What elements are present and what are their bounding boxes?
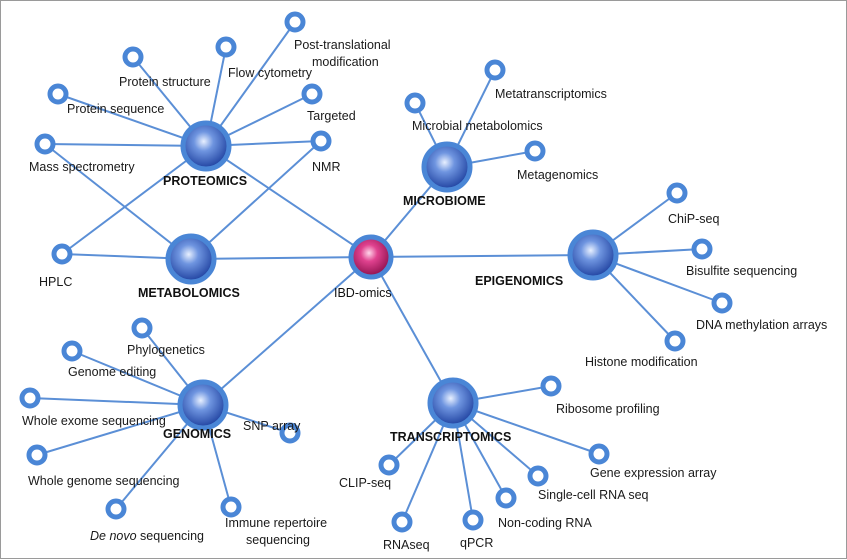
edge-center-genomics — [202, 256, 372, 406]
node-gene-expression — [588, 443, 610, 465]
node-hplc — [51, 243, 73, 265]
edge-center-epigenomics — [370, 254, 594, 258]
label-post-translational-line2: modification — [312, 55, 379, 69]
edge-proteomics-mass-spectrometry — [44, 143, 207, 147]
edges — [29, 21, 723, 523]
hub-genomics — [177, 379, 229, 431]
label-non-coding-rna: Non-coding RNA — [498, 516, 592, 530]
hub-transcriptomics — [427, 377, 479, 429]
hub-proteomics — [180, 120, 232, 172]
node-targeted — [301, 83, 323, 105]
label-targeted: Targeted — [307, 109, 356, 123]
edge-proteomics-protein-sequence — [57, 93, 207, 147]
node-non-coding — [495, 487, 517, 509]
edge-metabolomics-mass-spectrometry — [44, 143, 192, 260]
node-de-novo — [105, 498, 127, 520]
edge-metabolomics-nmr — [190, 140, 322, 260]
label-de-novo-sequencing: De novo sequencing — [90, 529, 204, 543]
label-post-translational-line1: Post-translational — [294, 38, 391, 52]
edge-genomics-whole-exome — [29, 397, 204, 406]
label-flow-cytometry: Flow cytometry — [228, 66, 313, 80]
label-snp-array: SNP array — [243, 419, 301, 433]
node-ribosome — [540, 375, 562, 397]
label-mass-spectrometry: Mass spectrometry — [29, 160, 135, 174]
leaf-labels: Post-translational modification Flow cyt… — [22, 38, 827, 552]
label-whole-genome-sequencing: Whole genome sequencing — [28, 474, 180, 488]
node-genome-editing — [61, 340, 83, 362]
node-chip-seq — [666, 182, 688, 204]
node-immune-repertoire — [220, 496, 242, 518]
node-whole-exome — [19, 387, 41, 409]
node-qpcr — [462, 509, 484, 531]
hub-label-microbiome: MICROBIOME — [403, 194, 486, 208]
label-chip-seq: ChiP-seq — [668, 212, 719, 226]
hub-label-transcriptomics: TRANSCRIPTOMICS — [390, 430, 511, 444]
node-snp-array — [279, 422, 301, 444]
edge-center-metabolomics — [190, 256, 372, 260]
label-protein-structure: Protein structure — [119, 75, 211, 89]
center-node-ibd-omics — [348, 234, 394, 280]
label-ribosome-profiling: Ribosome profiling — [556, 402, 660, 416]
node-clip-seq — [378, 454, 400, 476]
label-whole-exome-sequencing: Whole exome sequencing — [22, 414, 166, 428]
label-single-cell-rna-seq: Single-cell RNA seq — [538, 488, 649, 502]
label-hplc: HPLC — [39, 275, 72, 289]
hub-label-epigenomics: EPIGENOMICS — [475, 274, 563, 288]
hub-label-genomics: GENOMICS — [163, 427, 231, 441]
node-protein-sequence — [47, 83, 69, 105]
label-clip-seq: CLIP-seq — [339, 476, 391, 490]
node-whole-genome — [26, 444, 48, 466]
hub-labels: PROTEOMICS METABOLOMICS MICROBIOME EPIGE… — [138, 174, 563, 444]
node-dna-methylation — [711, 292, 733, 314]
label-protein-sequence: Protein sequence — [67, 102, 164, 116]
node-histone — [664, 330, 686, 352]
center-label-ibd-omics: IBD-omics — [334, 286, 392, 300]
node-nmr — [310, 130, 332, 152]
hub-microbiome — [421, 141, 473, 193]
node-microbial-metabolomics — [404, 92, 426, 114]
node-post-translational — [284, 11, 306, 33]
node-phylogenetics — [131, 317, 153, 339]
label-dna-methylation-arrays: DNA methylation arrays — [696, 318, 827, 332]
label-de-novo-rest: sequencing — [137, 529, 204, 543]
edge-transcriptomics-gene-expression — [452, 402, 600, 455]
label-qpcr: qPCR — [460, 536, 493, 550]
label-gene-expression-array: Gene expression array — [590, 466, 717, 480]
edge-proteomics-hplc — [61, 145, 207, 255]
node-bisulfite — [691, 238, 713, 260]
label-metatranscriptomics: Metatranscriptomics — [495, 87, 607, 101]
edge-genomics-whole-genome — [36, 404, 204, 456]
label-genome-editing: Genome editing — [68, 365, 156, 379]
label-phylogenetics: Phylogenetics — [127, 343, 205, 357]
label-rnaseq: RNAseq — [383, 538, 430, 552]
node-protein-structure — [122, 46, 144, 68]
label-immune-repertoire-line2: sequencing — [246, 533, 310, 547]
leaf-nodes — [19, 11, 733, 533]
label-metagenomics: Metagenomics — [517, 168, 598, 182]
label-microbial-metabolomics: Microbial metabolomics — [412, 119, 543, 133]
hub-nodes — [165, 120, 619, 431]
hub-epigenomics — [567, 229, 619, 281]
hub-metabolomics — [165, 233, 217, 285]
label-nmr: NMR — [312, 160, 340, 174]
edge-center-transcriptomics — [370, 256, 454, 404]
node-rnaseq — [391, 511, 413, 533]
hub-label-metabolomics: METABOLOMICS — [138, 286, 240, 300]
node-metagenomics — [524, 140, 546, 162]
node-metatranscriptomics — [484, 59, 506, 81]
node-single-cell — [527, 465, 549, 487]
node-mass-spectrometry — [34, 133, 56, 155]
edge-center-proteomics — [205, 145, 372, 258]
hub-label-proteomics: PROTEOMICS — [163, 174, 247, 188]
label-de-novo-italic: De novo — [90, 529, 137, 543]
label-immune-repertoire-line1: Immune repertoire — [225, 516, 327, 530]
node-flow-cytometry — [215, 36, 237, 58]
label-histone-modification: Histone modification — [585, 355, 698, 369]
label-bisulfite-sequencing: Bisulfite sequencing — [686, 264, 797, 278]
